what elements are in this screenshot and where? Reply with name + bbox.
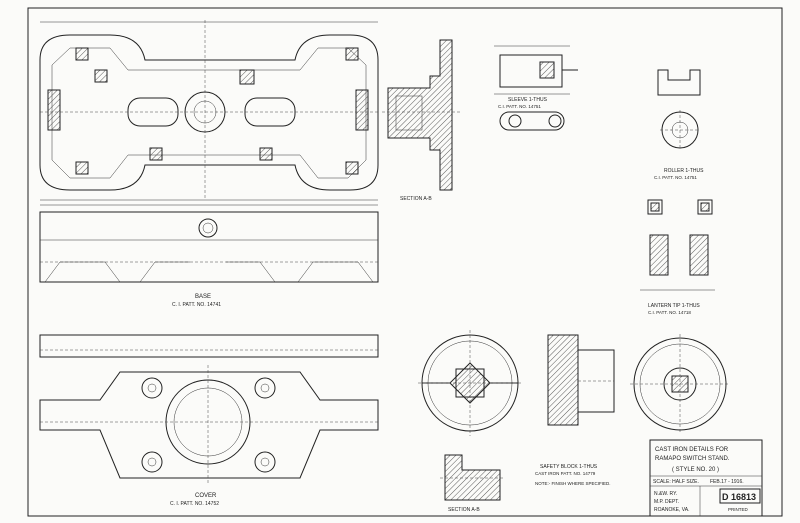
safety-block-side-view: SAFETY BLOCK 1-THUS CAST IRON PATT. NO. … bbox=[535, 334, 615, 486]
roller-pattern: C.I. PATT. NO. 14751 bbox=[654, 175, 697, 180]
base-pattern: C. I. PATT. NO. 14741 bbox=[172, 302, 221, 308]
disc-right-view bbox=[630, 334, 730, 434]
section-ab-bottom: SECTION A-B bbox=[440, 454, 505, 513]
cover-view: COVER C. I. PATT. NO. 14752 bbox=[39, 334, 379, 507]
sleeve-label: SLEEVE 1-THUS bbox=[508, 97, 548, 103]
title-dept: M.P. DEPT. bbox=[654, 499, 679, 505]
finish-note: NOTE:- FINISH WHERE SPECIFIED. bbox=[535, 481, 611, 486]
base-plan-view bbox=[39, 20, 379, 201]
title-block: CAST IRON DETAILS FOR RAMAPO SWITCH STAN… bbox=[649, 439, 763, 517]
roller-label: ROLLER 1-THUS bbox=[664, 168, 704, 174]
roller-view: ROLLER 1-THUS C.I. PATT. NO. 14751 bbox=[654, 69, 704, 180]
sheet-border bbox=[27, 7, 783, 517]
base-elevation-view: BASE C. I. PATT. NO. 14741 bbox=[39, 204, 379, 308]
title-line-3: ( STYLE NO. 20 ) bbox=[672, 467, 719, 473]
cover-pattern: C. I. PATT. NO. 14752 bbox=[170, 501, 219, 507]
title-scale: SCALE: HALF SIZE. bbox=[653, 479, 699, 485]
title-line-1: CAST IRON DETAILS FOR bbox=[655, 447, 729, 453]
title-date: FEB.17 - 1916. bbox=[710, 479, 744, 485]
lantern-tip-pattern: C.I. PATT. NO. 14718 bbox=[648, 310, 691, 315]
title-city: ROANOKE, VA. bbox=[654, 507, 689, 513]
printed-label: PRINTED bbox=[728, 507, 749, 512]
cover-label: COVER bbox=[195, 493, 217, 499]
section-ab-top-label: SECTION A-B bbox=[400, 196, 432, 202]
sleeve-pattern: C.I. PATT. NO. 14751 bbox=[498, 104, 541, 109]
safety-block-label: SAFETY BLOCK 1-THUS bbox=[540, 464, 598, 470]
title-line-2: RAMAPO SWITCH STAND. bbox=[655, 456, 730, 462]
section-ab-top: SECTION A-B bbox=[382, 39, 460, 202]
lantern-tip-label: LANTERN TIP 1-THUS bbox=[648, 303, 700, 309]
title-railway: N.&W. RY. bbox=[654, 491, 677, 497]
section-ab-bottom-label: SECTION A-B bbox=[448, 507, 480, 513]
base-label: BASE bbox=[195, 294, 211, 300]
drawing-number: D 16813 bbox=[722, 492, 756, 502]
sleeve-view: SLEEVE 1-THUS C.I. PATT. NO. 14751 bbox=[494, 45, 578, 131]
lantern-tip-view: LANTERN TIP 1-THUS C.I. PATT. NO. 14718 bbox=[640, 199, 715, 315]
safety-block-pattern: CAST IRON PATT. NO. 14779 bbox=[535, 471, 596, 476]
safety-block-disc-left bbox=[418, 330, 522, 436]
